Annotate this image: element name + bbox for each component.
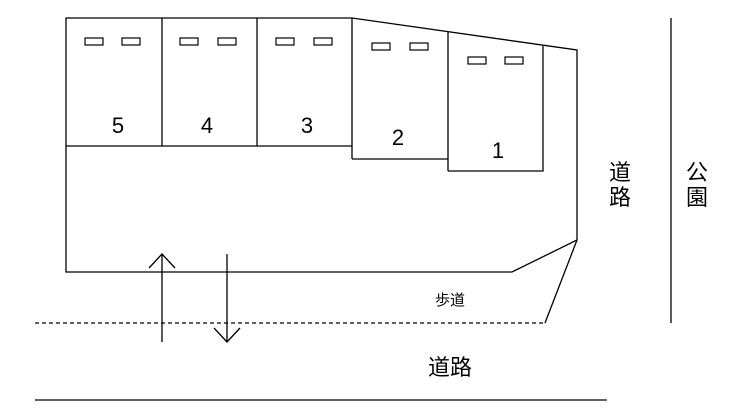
entry-arrow [148,253,176,342]
park-char-2: 園 [686,186,708,211]
wheel-stop [313,37,333,46]
wheel-stop [121,37,141,46]
sidewalk-label: 歩道 [435,291,465,309]
wheel-stop [217,37,237,46]
wheel-stop [467,56,487,65]
wheel-stop [409,42,429,51]
road-right-label: 道 路 [609,161,631,211]
road-right-char-1: 道 [609,161,631,186]
space-number-5: 5 [112,113,124,138]
space-number-4: 4 [201,113,213,138]
wheel-stop [179,37,199,46]
park-label: 公 園 [686,161,708,211]
wheel-stops [84,37,524,65]
space-number-2: 2 [392,125,404,150]
exit-arrow [213,254,241,343]
wheel-stop [84,37,104,46]
sidewalk-edge [544,239,578,324]
space-number-1: 1 [492,138,504,163]
wheel-stop [275,37,295,46]
space-1-boundary [448,46,544,172]
road-bottom-label: 道路 [428,356,472,381]
wheel-stop [504,56,524,65]
wheel-stop [371,42,391,51]
space-number-3: 3 [301,113,313,138]
park-char-1: 公 [686,161,708,186]
road-right-char-2: 路 [609,186,631,211]
